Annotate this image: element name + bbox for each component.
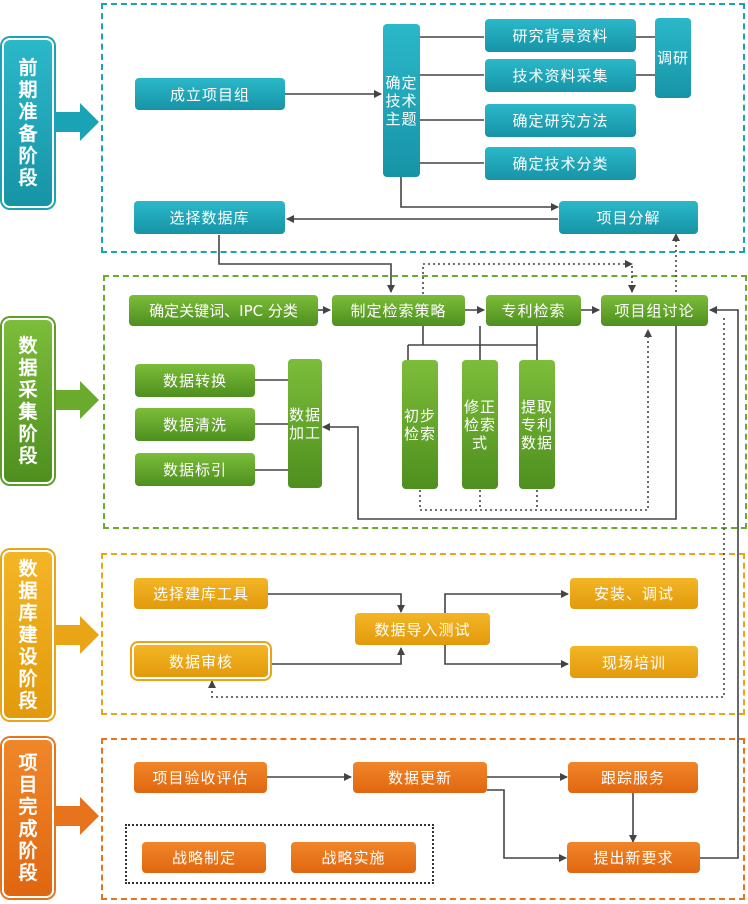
project-breakdown-node: 项目分解 [559,201,698,234]
collect-materials-node: 技术资料采集 [485,59,636,92]
stage-collection: 数据采集阶段 [2,318,54,484]
acceptance-node: 项目验收评估 [134,762,267,793]
data-update-node: 数据更新 [353,762,487,793]
group-discussion-node: 项目组讨论 [601,295,708,326]
stage-completion: 项目完成阶段 [2,738,54,898]
extract-data-node: 提取专利数据 [519,360,555,489]
import-test-node: 数据导入测试 [355,613,490,645]
prep-frame [101,3,745,253]
stage-prep: 前期准备阶段 [2,38,54,208]
survey-node: 调研 [655,18,691,98]
data-indexing-node: 数据标引 [135,453,255,486]
data-conversion-node: 数据转换 [135,364,255,397]
select-database-node: 选择数据库 [134,201,285,234]
stage-collection-label: 数据采集阶段 [18,335,38,467]
collection-frame [103,275,747,529]
strategy-formulation-node: 战略制定 [142,842,266,873]
initial-search-node: 初步检索 [402,360,438,489]
stage-prep-label: 前期准备阶段 [18,57,38,189]
research-background-node: 研究背景资料 [485,19,636,52]
stage-construction: 数据库建设阶段 [2,550,54,720]
select-tools-node: 选择建库工具 [134,578,268,609]
determine-topic-node: 确定技术主题 [383,24,420,177]
install-debug-node: 安装、调试 [570,578,698,609]
stage-completion-label: 项目完成阶段 [18,752,38,884]
revise-search-node: 修正检索式 [462,360,498,489]
strategy-implementation-node: 战略实施 [291,842,416,873]
data-review-node: 数据审核 [134,645,268,677]
tech-classification-node: 确定技术分类 [485,147,636,180]
research-method-node: 确定研究方法 [485,104,636,137]
data-processing-node: 数据加工 [288,359,322,488]
construction-frame [101,553,745,715]
onsite-training-node: 现场培训 [570,646,698,678]
completion-frame [101,738,745,900]
strategy-group [125,824,434,884]
stage-construction-label: 数据库建设阶段 [18,558,38,712]
form-group-node: 成立项目组 [135,78,285,110]
search-strategy-node: 制定检索策略 [332,295,465,326]
keywords-ipc-node: 确定关键词、IPC 分类 [129,295,318,326]
new-requirements-node: 提出新要求 [567,842,700,873]
data-cleaning-node: 数据清洗 [135,408,255,441]
tracking-service-node: 跟踪服务 [568,762,698,793]
patent-search-node: 专利检索 [486,295,581,326]
